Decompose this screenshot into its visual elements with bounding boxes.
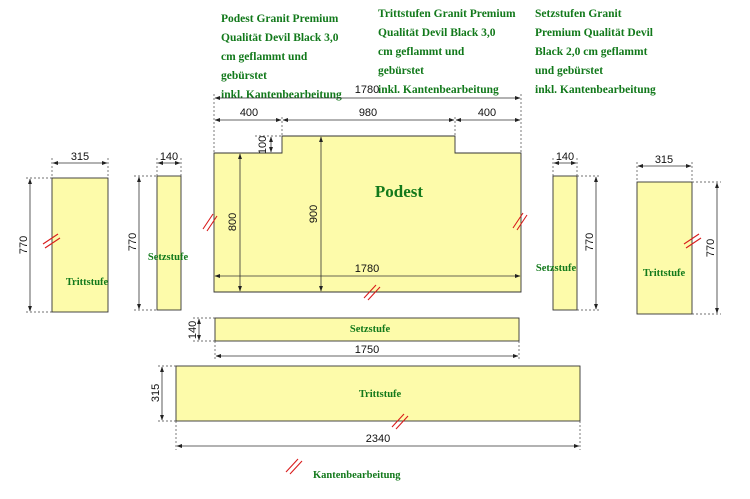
bottom-setzstufe-width-label: 1750: [355, 344, 379, 356]
podest-piece: Podest 1780 400 980 400 100 800 900 1780: [202, 84, 528, 301]
podest-shape: [213, 135, 522, 293]
right-setzstufe-piece: Setzstufe 140 770: [536, 151, 601, 311]
podest-bottom-width-label: 1780: [355, 263, 379, 275]
left-setzstufe-width-label: 140: [160, 151, 178, 163]
note-trittstufen: Trittstufen Granit Premium Qualität Devi…: [378, 8, 516, 96]
right-setzstufe-shape: [552, 175, 578, 311]
left-trittstufe-piece: Trittstufe 315 770: [18, 151, 109, 313]
bottom-trittstufe-shape: [175, 365, 581, 422]
legend: Kantenbearbeitung: [285, 458, 401, 481]
podest-right-width-label: 400: [478, 107, 496, 119]
right-trittstufe-shape: [636, 181, 693, 315]
left-setzstufe-height-label: 770: [127, 233, 139, 251]
podest-label: Podest: [375, 182, 424, 201]
podest-notch-label: 100: [257, 136, 269, 154]
left-trittstufe-shape: [51, 177, 109, 313]
right-trittstufe-piece: Trittstufe 315 770: [636, 154, 721, 315]
left-trittstufe-width-label: 315: [71, 151, 89, 163]
right-setzstufe-width-label: 140: [556, 151, 574, 163]
legend-edge-label: Kantenbearbeitung: [313, 470, 401, 481]
bottom-trittstufe-label: Trittstufe: [359, 389, 402, 400]
podest-center-depth-label: 900: [308, 205, 320, 223]
podest-left-width-label: 400: [240, 107, 258, 119]
bottom-trittstufe-edge-mark: [391, 413, 409, 430]
right-trittstufe-height-label: 770: [705, 239, 717, 257]
left-setzstufe-shape: [156, 175, 182, 311]
bottom-trittstufe-width-label: 2340: [366, 433, 390, 445]
bottom-setzstufe-shape: [214, 317, 520, 342]
left-setzstufe-label: Setzstufe: [148, 252, 189, 263]
left-trittstufe-edge-mark: [42, 233, 61, 249]
podest-overall-width-label: 1780: [355, 84, 379, 96]
podest-middle-width-label: 980: [359, 107, 377, 119]
left-trittstufe-height-label: 770: [18, 236, 30, 254]
bottom-setzstufe-label: Setzstufe: [350, 324, 391, 335]
right-setzstufe-label: Setzstufe: [536, 263, 577, 274]
right-trittstufe-label: Trittstufe: [643, 268, 686, 279]
left-trittstufe-label: Trittstufe: [66, 277, 109, 288]
podest-edge-mark-bottom: [363, 284, 381, 301]
right-trittstufe-edge-mark: [683, 233, 702, 249]
bottom-trittstufe-piece: Trittstufe 315 2340: [150, 365, 581, 450]
right-setzstufe-height-label: 770: [584, 233, 596, 251]
bottom-trittstufe-height-label: 315: [150, 384, 162, 402]
bottom-setzstufe-height-label: 140: [187, 321, 199, 339]
edge-processing-symbol-icon: [285, 458, 303, 475]
left-setzstufe-piece: Setzstufe 140 770: [127, 151, 189, 311]
bottom-setzstufe-piece: Setzstufe 140 1750: [187, 317, 520, 360]
note-setzstufen: Setzstufen Granit Premium Qualität Devil…: [535, 8, 656, 96]
right-trittstufe-width-label: 315: [655, 154, 673, 166]
podest-edge-mark-left: [202, 213, 218, 232]
podest-side-depth-label: 800: [227, 213, 239, 231]
podest-edge-mark-right: [512, 212, 528, 231]
